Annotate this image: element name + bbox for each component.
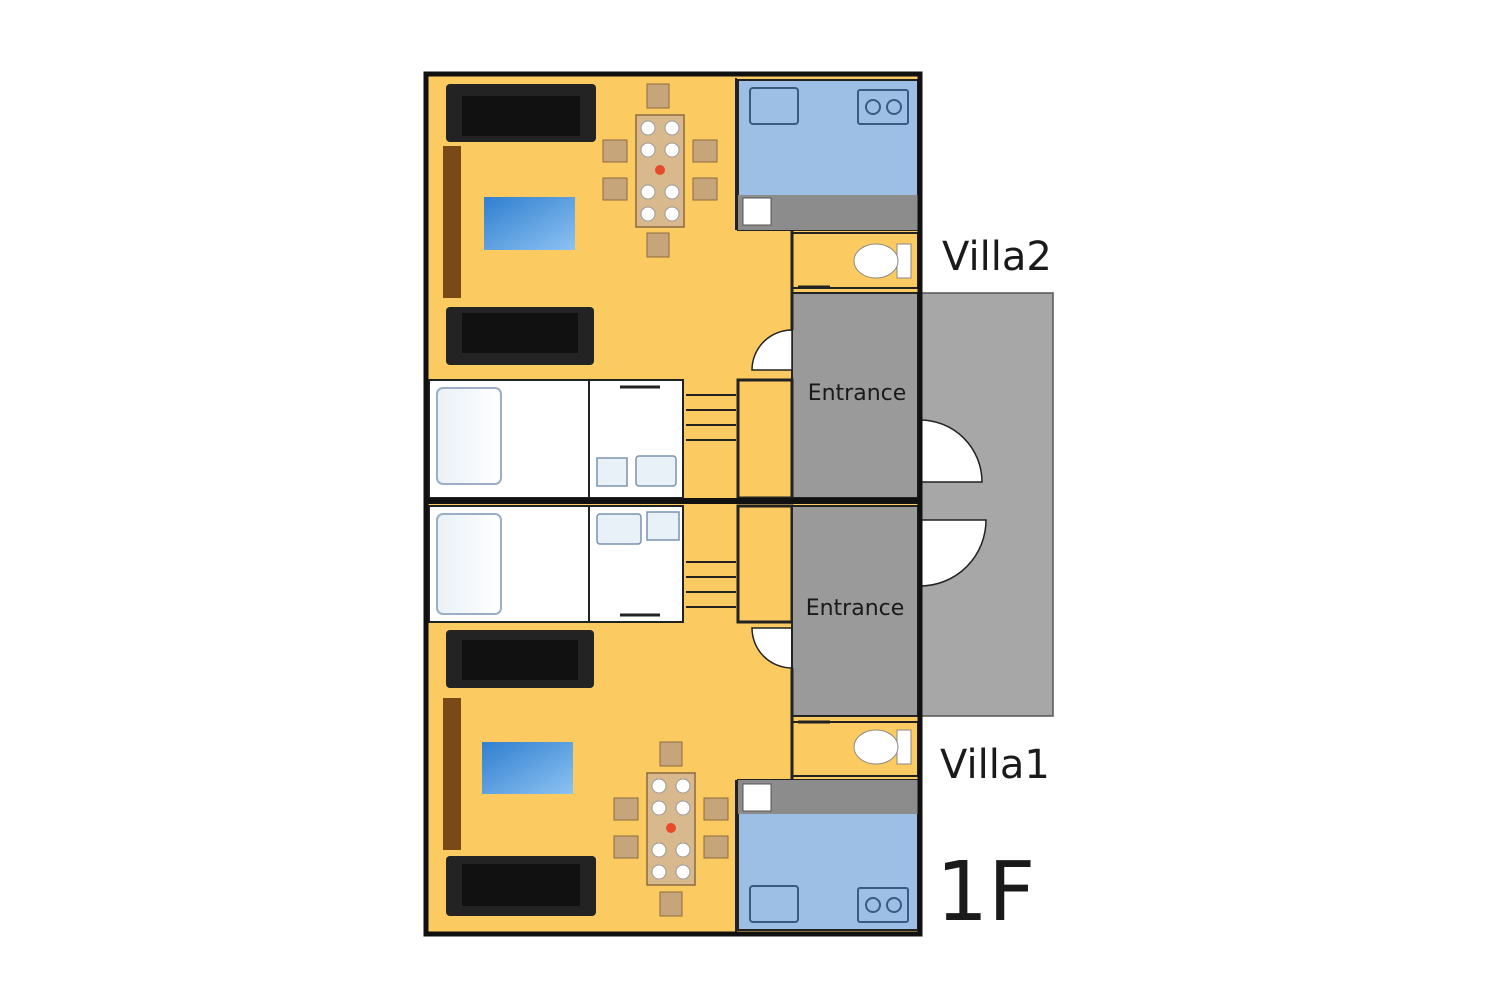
villa2-stove xyxy=(857,89,909,125)
villa1-bathtub xyxy=(436,513,502,615)
villa2-unit: Entrance xyxy=(428,78,919,500)
villa2-stairs xyxy=(686,394,736,441)
villa1-rug xyxy=(482,742,573,794)
outer-wall xyxy=(423,71,923,937)
villa1-sofa-top-seat xyxy=(462,640,578,680)
floor-label: 1F xyxy=(936,845,1035,940)
villa2-washing-machine xyxy=(635,455,677,487)
villa2-dining-set xyxy=(602,83,718,258)
villa2-rug xyxy=(484,197,575,250)
villa1-stove xyxy=(857,887,909,923)
villa1-label: Villa1 xyxy=(940,742,1050,788)
villa1-dining-set xyxy=(613,741,729,917)
villa1-burner-icon xyxy=(865,897,881,913)
villa2-burner-icon xyxy=(886,99,902,115)
villa2-entrance-label: Entrance xyxy=(808,381,907,406)
villa1-sink xyxy=(749,885,799,923)
villa2-entrance xyxy=(791,292,919,499)
villa1-entrance xyxy=(791,505,919,717)
villa2-toilet-icon xyxy=(853,243,912,279)
villa1-toilet-icon xyxy=(853,729,912,765)
villa1-burner-icon xyxy=(886,897,902,913)
villa1-entrance-label: Entrance xyxy=(806,596,905,621)
villa1-hall-closet xyxy=(736,504,794,624)
villa1-tv-cabinet xyxy=(443,698,461,850)
villa1-unit: Entrance xyxy=(428,504,919,932)
villa1-door-swing xyxy=(751,627,793,669)
villa2-washbasin xyxy=(596,457,628,487)
villa2-fridge xyxy=(742,197,772,226)
villa1-sofa-bottom-seat xyxy=(462,864,580,906)
villa1-washbasin xyxy=(596,513,642,545)
villa1-fridge xyxy=(742,783,772,812)
villa2-label: Villa2 xyxy=(942,234,1052,280)
villa2-front-door-swing xyxy=(919,419,983,483)
villa2-hall-closet xyxy=(736,378,794,500)
villa1-front-door-swing xyxy=(919,519,987,587)
villa2-door-swing xyxy=(751,329,793,371)
villa2-sofa-top-seat xyxy=(462,96,580,136)
villa2-sofa-bottom-seat xyxy=(462,313,578,353)
villa2-sink xyxy=(749,87,799,125)
villa1-stairs xyxy=(686,561,736,608)
villa2-tv-cabinet xyxy=(443,146,461,298)
villa2-burner-icon xyxy=(865,99,881,115)
villa2-bathtub xyxy=(436,387,502,485)
villa1-washing-machine xyxy=(646,511,680,541)
porch xyxy=(917,292,1054,717)
